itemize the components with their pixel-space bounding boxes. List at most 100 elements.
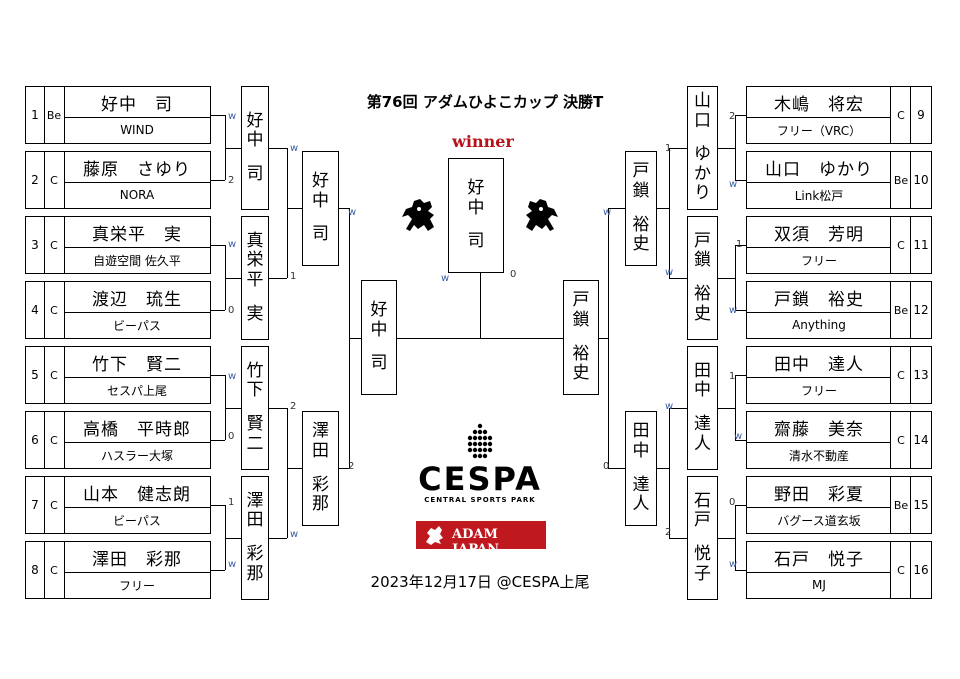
champion-name-frame [448,158,504,273]
bracket-line [718,537,735,539]
class-badge: C [890,412,911,468]
right-r1-winner-3: 田中達人 [687,346,718,470]
name-char: 二 [246,433,264,454]
score-mark-left-r2-1: w [290,143,299,154]
player-club: Anything [792,318,846,332]
left-r1-winner-4-frame [241,476,269,600]
player-name: 高橋 平時郎 [64,412,210,443]
name-char: 司 [246,163,264,184]
seed-number: 4 [26,282,45,338]
bracket-line [608,468,625,470]
score-mark-left-r3-2: 2 [348,461,355,472]
score-mark-right-r3-2: 0 [603,461,610,472]
class-badge: C [44,542,65,598]
score-mark-right-r1-4: w [729,305,738,316]
name-char: 達 [694,414,711,434]
bracket-line [211,505,225,507]
name-char: 澤 [312,421,329,442]
name-char: 口 [694,110,711,131]
class-badge: C [890,542,911,598]
name-char: 澤 [246,490,264,511]
player-club: ビーパス [113,513,161,528]
name-char: 達 [632,474,650,495]
name-char: 田 [246,510,264,531]
bracket-line [269,408,287,410]
right-r2-winner-2: 田中達人 [625,411,657,526]
player-name: 真栄平 実 [64,217,210,248]
class-badge: Be [44,87,65,143]
bracket-line [339,468,349,470]
name-char: 鎖 [694,250,711,271]
score-mark-left-r1-3: w [228,239,237,250]
name-char: 裕 [632,214,650,235]
left-r2-winner-1-frame [302,151,339,266]
right-semifinal-winner-frame [563,280,599,395]
name-char: 司 [312,224,329,245]
left-r1-winner-2-frame [241,216,269,340]
bracket-line [480,338,563,340]
player-name: 山本 健志朗 [64,477,210,508]
bracket-line [608,208,610,468]
bracket-line [480,273,482,338]
right-r1-winner-1: 山口ゆかり [687,86,718,210]
page-title: 第76回 アダムひよこカップ 決勝T [366,93,604,111]
bracket-line [735,570,746,572]
adam-mascot-icon [426,526,443,545]
name-char: 司 [370,353,388,374]
name-char: 中 [370,319,388,340]
score-mark-left-r3-1: w [348,207,357,218]
champion-name: 好中司 [448,158,504,273]
class-badge: C [890,217,911,273]
seed-number: 1 [26,87,45,143]
class-badge: Be [890,477,911,533]
bracket-line [225,537,241,539]
left-r1-winner-3: 竹下賢二 [241,346,269,470]
name-char: 中 [312,190,329,211]
left-r1-winner-4: 澤田彩那 [241,476,269,600]
bracket-line [211,310,225,312]
player-name: 双須 芳明 [747,217,891,248]
name-char: 好 [312,171,329,192]
name-char: 下 [246,380,264,401]
bracket-line [211,375,225,377]
bracket-line [657,208,669,210]
name-char: 田 [694,360,711,381]
bracket-line [287,148,289,278]
player-club: 清水不動産 [788,448,849,463]
bracket-line [211,245,225,247]
bracket-line [669,408,671,538]
bracket-line [287,468,302,470]
player-name: 山口 ゆかり [747,152,891,183]
seed-number: 3 [26,217,45,273]
bracket-line [225,147,241,149]
bracket-line [735,245,737,310]
seed-number: 5 [26,347,45,403]
seed-number: 14 [910,412,931,468]
player-club: MJ [812,578,826,592]
player-club: Link松戸 [794,188,844,203]
player-name: 渡辺 琉生 [64,282,210,313]
seed-number: 12 [910,282,931,338]
winner-label: winner [452,132,514,151]
name-char: ゆ [694,144,711,165]
name-char: 竹 [246,360,264,381]
class-badge: C [890,347,911,403]
bracket-line [599,338,608,340]
bracket-line [287,408,289,538]
player-name: 齋藤 美奈 [747,412,891,443]
bracket-line [669,148,671,278]
name-char: 戸 [694,510,711,531]
bracket-line [669,148,687,150]
name-char: 好 [467,178,485,199]
name-char: 那 [246,563,264,584]
bracket-line [225,407,241,409]
left-r1-winner-3-frame [241,346,269,470]
player-name: 野田 彩夏 [747,477,891,508]
score-mark-final-left: w [441,273,450,284]
seed-number: 16 [910,542,931,598]
